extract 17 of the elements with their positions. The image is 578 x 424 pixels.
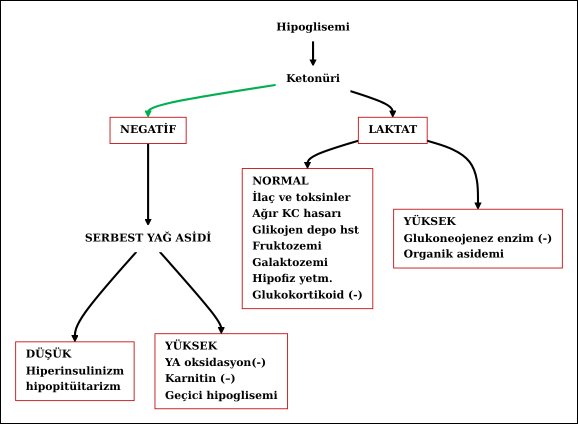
arrow (158, 251, 225, 334)
node-box: YÜKSEK Glukoneojenez enzim (-) Organik asidemi (393, 209, 563, 269)
arrow (144, 144, 152, 226)
node-text: SERBEST YAĞ ASİDİ (84, 232, 212, 245)
arrow (304, 140, 359, 170)
arrow (309, 41, 317, 67)
node-box: LAKTAT (358, 117, 428, 144)
node-box: YÜKSEK YA oksidasyon(-) Karnitin (–) Geçici hipoglisemi (154, 334, 288, 410)
arrow (71, 251, 138, 342)
node-box: NEGATİF (110, 117, 187, 144)
arrow (350, 90, 396, 118)
node-box: NORMAL İlaç ve toksinler Ağır KC hasarı Glikojen depo hst Fruktozemi Galaktozemi Hipofiz yetm. Glukokortikoid (-) (242, 168, 374, 310)
arrow (144, 84, 276, 118)
node-box: DÜŞÜK Hiperinsulinizm hipopitüitarizm (15, 342, 135, 402)
node-text: Hipoglisemi (276, 22, 350, 34)
node-text: Ketonüri (286, 72, 340, 86)
arrow (426, 140, 482, 210)
